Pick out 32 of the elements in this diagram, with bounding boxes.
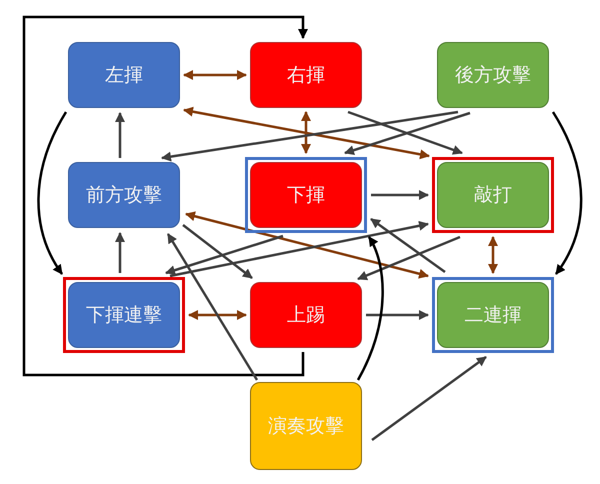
arrow bbox=[182, 224, 253, 279]
arrow bbox=[115, 232, 125, 273]
arrow bbox=[357, 236, 460, 280]
arrow bbox=[371, 356, 487, 442]
action-box: 敲打 bbox=[437, 162, 549, 228]
double-arrow bbox=[183, 106, 430, 160]
double-arrow bbox=[488, 236, 498, 274]
double-arrow bbox=[185, 211, 429, 279]
arrow bbox=[115, 112, 125, 158]
arrow bbox=[356, 236, 384, 381]
double-arrow bbox=[301, 111, 311, 154]
action-box: 前方攻擊 bbox=[68, 162, 180, 228]
action-box: 左揮 bbox=[68, 42, 180, 108]
action-box: 演奏攻擊 bbox=[250, 382, 362, 470]
double-arrow bbox=[188, 310, 247, 320]
arrow bbox=[166, 233, 258, 381]
action-box: 二連揮 bbox=[437, 282, 549, 348]
arrow bbox=[170, 220, 429, 278]
action-box: 下揮 bbox=[250, 162, 362, 228]
action-box: 右揮 bbox=[250, 42, 362, 108]
arrow bbox=[22, 16, 308, 376]
action-box: 後方攻擊 bbox=[437, 42, 549, 108]
action-box: 上踢 bbox=[250, 282, 362, 348]
arrow bbox=[161, 110, 458, 162]
arrow bbox=[371, 190, 429, 200]
action-box: 下揮連擊 bbox=[68, 282, 180, 348]
arrow bbox=[366, 310, 429, 320]
arrow bbox=[552, 111, 582, 275]
arrow bbox=[370, 218, 446, 274]
arrow bbox=[165, 234, 284, 276]
double-arrow bbox=[183, 70, 247, 80]
arrow bbox=[37, 111, 68, 275]
